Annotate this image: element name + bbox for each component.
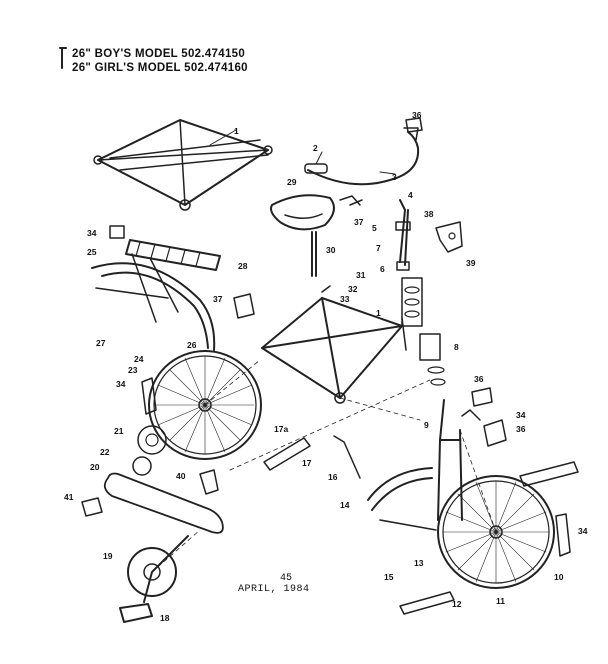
brake-caliper-rear — [233, 293, 255, 319]
callout-31: 31 — [356, 270, 366, 280]
callout-18: 18 — [160, 613, 170, 623]
callout-26: 26 — [187, 340, 197, 350]
callout-6: 6 — [380, 264, 385, 274]
rear-reflector — [141, 377, 157, 415]
headset-stack — [401, 277, 446, 386]
callout-38: 38 — [424, 209, 434, 219]
callout-33: 33 — [340, 294, 350, 304]
brake-caliper — [483, 419, 507, 447]
front-reflector — [555, 513, 571, 557]
callout-12: 12 — [452, 599, 462, 609]
shift-lever — [199, 469, 219, 495]
callout-32: 32 — [348, 284, 358, 294]
callout-21: 21 — [114, 426, 124, 436]
front-hub-parts — [519, 461, 579, 487]
brake-clip — [471, 387, 493, 407]
callout-25: 25 — [87, 247, 97, 257]
callout-2: 2 — [313, 143, 318, 153]
callout-34: 34 — [116, 379, 126, 389]
callout-24: 24 — [134, 354, 144, 364]
model-title-girls: 26" GIRL'S MODEL 502.474160 — [72, 62, 248, 74]
callout-14: 14 — [340, 500, 350, 510]
front-fork — [437, 399, 463, 521]
callout-36: 36 — [474, 374, 484, 384]
girls-frame — [93, 119, 273, 211]
front-axle-parts — [399, 591, 455, 615]
callout-1: 1 — [234, 126, 239, 136]
callout-29: 29 — [287, 177, 297, 187]
pedal — [119, 603, 153, 623]
crankset — [127, 535, 189, 603]
callout-23: 23 — [128, 365, 138, 375]
callout-20: 20 — [90, 462, 100, 472]
callout-28: 28 — [238, 261, 248, 271]
coaster-arm — [81, 497, 103, 517]
margin-mark — [59, 47, 67, 69]
callout-9: 9 — [424, 420, 429, 430]
page-number: 45 — [280, 573, 293, 584]
callout-30: 30 — [326, 245, 336, 255]
rear-fender — [91, 262, 216, 351]
callout-17: 17 — [302, 458, 312, 468]
callout-37: 37 — [354, 217, 364, 227]
callout-34: 34 — [578, 526, 588, 536]
handlebar-stem — [395, 199, 411, 271]
reflector-plate — [109, 225, 125, 239]
callout-36: 36 — [516, 424, 526, 434]
callout-34: 34 — [87, 228, 97, 238]
callout-19: 19 — [103, 551, 113, 561]
callout-8: 8 — [454, 342, 459, 352]
callout-5: 5 — [372, 223, 377, 233]
callout-34: 34 — [516, 410, 526, 420]
saddle — [270, 194, 335, 231]
callout-40: 40 — [176, 471, 186, 481]
callout-37: 37 — [213, 294, 223, 304]
brake-lever — [435, 221, 463, 253]
callout-3: 3 — [392, 172, 397, 182]
callout-10: 10 — [554, 572, 564, 582]
chain — [103, 472, 224, 534]
model-title-boys: 26" BOY'S MODEL 502.474150 — [72, 48, 246, 60]
bearing-set — [263, 437, 311, 471]
callout-36: 36 — [412, 110, 422, 120]
publication-date: APRIL, 1984 — [238, 584, 310, 595]
callout-41: 41 — [64, 492, 74, 502]
callout-7: 7 — [376, 243, 381, 253]
callout-1: 1 — [376, 308, 381, 318]
callout-13: 13 — [414, 558, 424, 568]
handlebar — [304, 127, 420, 206]
callout-39: 39 — [466, 258, 476, 268]
callout-15: 15 — [384, 572, 394, 582]
lever-clamp — [405, 117, 423, 133]
kickstand — [333, 435, 361, 479]
rear-rack — [125, 239, 221, 323]
handlebar-grip — [304, 163, 328, 174]
front-fender — [367, 467, 433, 511]
callout-27: 27 — [96, 338, 106, 348]
freewheel — [132, 456, 152, 476]
callout-22: 22 — [100, 447, 110, 457]
callout-17a: 17a — [274, 424, 288, 434]
leader-dashes — [151, 359, 497, 573]
callout-4: 4 — [408, 190, 413, 200]
boys-frame — [261, 285, 407, 404]
callout-16: 16 — [328, 472, 338, 482]
rear-sprocket — [137, 425, 167, 455]
callout-11: 11 — [496, 596, 505, 606]
